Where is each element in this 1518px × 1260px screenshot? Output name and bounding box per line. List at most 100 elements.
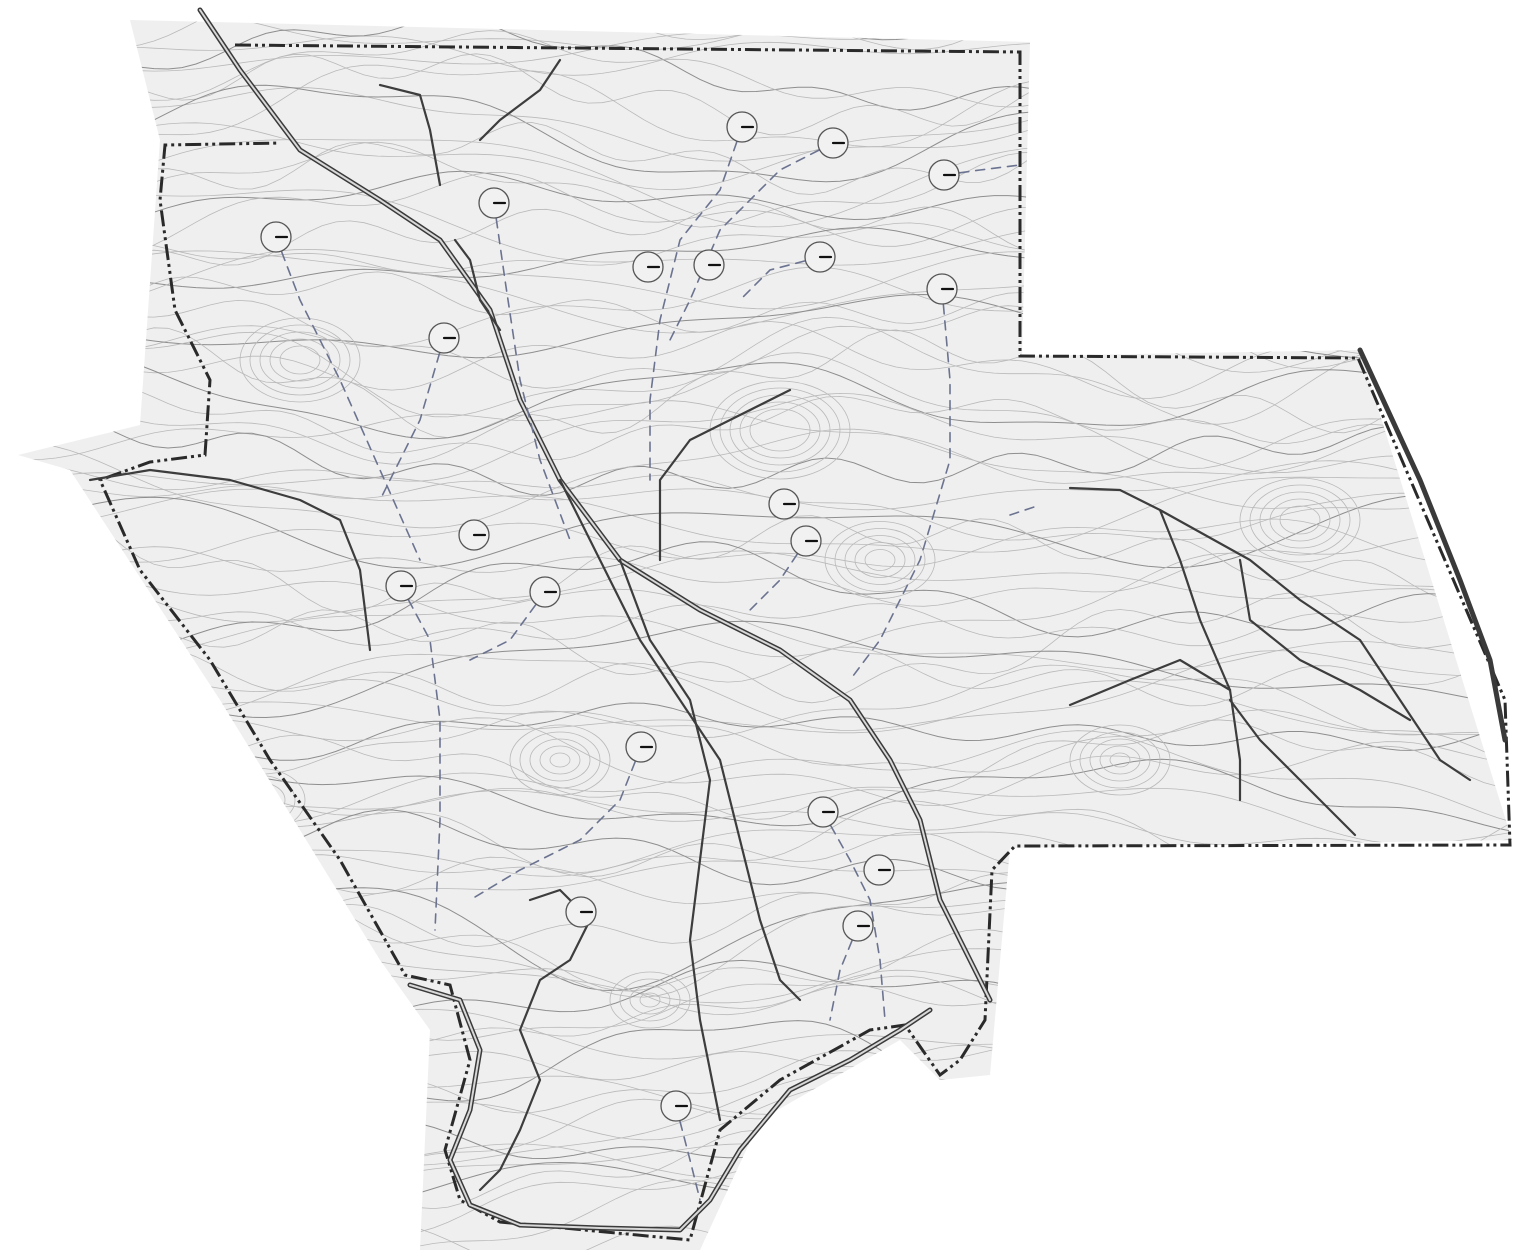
trail bbox=[275, 236, 421, 561]
station-marker[interactable] bbox=[863, 854, 895, 886]
contour-line bbox=[18, 646, 1512, 707]
knoll-contour bbox=[739, 401, 821, 459]
contour-line bbox=[18, 353, 1512, 440]
station-marker[interactable] bbox=[926, 273, 958, 305]
contour-line bbox=[18, 314, 1512, 400]
knoll-contour bbox=[529, 738, 591, 782]
contour-line bbox=[18, 592, 1512, 704]
east-road bbox=[1357, 347, 1508, 743]
station-marker[interactable] bbox=[478, 187, 510, 219]
knoll-contour bbox=[1249, 484, 1351, 556]
knoll-contour bbox=[824, 521, 936, 599]
station-marker[interactable] bbox=[804, 241, 836, 273]
station-markers bbox=[260, 111, 960, 1122]
creek-north-2 bbox=[478, 58, 562, 142]
knoll-contour bbox=[639, 992, 661, 1008]
trail bbox=[822, 811, 886, 1021]
knoll-contour bbox=[844, 535, 916, 585]
knoll-contour bbox=[719, 387, 841, 473]
station-marker[interactable] bbox=[625, 731, 657, 763]
contour-line bbox=[18, 1161, 1512, 1228]
trail bbox=[379, 337, 445, 501]
knoll-contour bbox=[244, 789, 276, 811]
trail bbox=[1009, 504, 1041, 516]
contour-line bbox=[18, 588, 1512, 671]
knoll-contour bbox=[1089, 738, 1151, 782]
trail bbox=[469, 591, 546, 661]
east-ridge-b bbox=[1158, 508, 1472, 782]
knoll-contour bbox=[259, 331, 341, 389]
station-marker[interactable] bbox=[726, 111, 758, 143]
knoll-contour bbox=[519, 731, 601, 789]
contour-line bbox=[18, 1195, 1512, 1250]
knoll-contour bbox=[749, 408, 811, 452]
station-marker[interactable] bbox=[632, 251, 664, 283]
contour-line bbox=[18, 476, 1512, 553]
contour-line bbox=[18, 1143, 1512, 1212]
contour-line bbox=[18, 1166, 1512, 1250]
contour-line bbox=[18, 418, 1512, 496]
contour-line bbox=[18, 383, 1512, 461]
trail bbox=[675, 1105, 701, 1201]
knoll-contour bbox=[609, 971, 691, 1029]
station-marker[interactable] bbox=[768, 488, 800, 520]
creek-northeast bbox=[658, 388, 792, 562]
contour-line bbox=[18, 535, 1512, 607]
contour-line bbox=[18, 1131, 1512, 1205]
knoll-contour bbox=[1279, 505, 1321, 535]
land-area bbox=[18, 20, 1512, 1250]
contour-line bbox=[18, 650, 1512, 731]
contour-line bbox=[18, 620, 1512, 719]
station-marker[interactable] bbox=[693, 249, 725, 281]
trail bbox=[829, 925, 859, 1021]
trail bbox=[400, 585, 441, 931]
north-spur bbox=[453, 238, 502, 332]
knoll-contour bbox=[249, 324, 351, 396]
station-marker[interactable] bbox=[660, 1090, 692, 1122]
station-marker[interactable] bbox=[385, 570, 417, 602]
station-marker[interactable] bbox=[842, 910, 874, 942]
creek-center bbox=[558, 478, 802, 1002]
knoll-contour bbox=[549, 752, 571, 768]
contour-line bbox=[18, 505, 1512, 613]
contour-line bbox=[18, 680, 1512, 735]
trail bbox=[649, 126, 743, 481]
station-marker[interactable] bbox=[428, 322, 460, 354]
knoll-contour bbox=[239, 317, 361, 403]
knoll-contour bbox=[1269, 498, 1331, 542]
trail bbox=[493, 202, 571, 541]
contour-line bbox=[18, 493, 1512, 569]
station-marker[interactable] bbox=[807, 796, 839, 828]
contour-line bbox=[18, 266, 1512, 373]
station-marker[interactable] bbox=[565, 896, 597, 928]
contour-line bbox=[18, 316, 1512, 425]
station-marker[interactable] bbox=[529, 576, 561, 608]
knoll-contour bbox=[539, 745, 581, 775]
knoll-contour bbox=[254, 796, 266, 804]
knoll-contour bbox=[864, 549, 896, 571]
knoll-contour bbox=[1239, 477, 1361, 563]
knoll-contour bbox=[279, 345, 321, 375]
contour-line bbox=[18, 717, 1512, 806]
trail bbox=[943, 164, 1021, 176]
contour-line bbox=[18, 352, 1512, 469]
knoll-contour bbox=[1079, 731, 1161, 789]
contour-line bbox=[18, 719, 1512, 820]
contour-line bbox=[18, 1166, 1512, 1245]
station-marker[interactable] bbox=[928, 159, 960, 191]
contour-line bbox=[18, 1179, 1512, 1250]
station-marker[interactable] bbox=[790, 525, 822, 557]
station-marker[interactable] bbox=[260, 221, 292, 253]
east-ridge-e bbox=[1228, 698, 1357, 837]
station-marker[interactable] bbox=[458, 519, 490, 551]
contour-line bbox=[18, 400, 1512, 484]
trail bbox=[469, 746, 642, 901]
contour-line bbox=[18, 392, 1512, 491]
east-ridge-d bbox=[1068, 658, 1232, 707]
knoll-contour bbox=[1259, 491, 1341, 549]
knoll-contour bbox=[1069, 724, 1171, 796]
station-marker[interactable] bbox=[817, 127, 849, 159]
creek-south bbox=[618, 558, 722, 1122]
